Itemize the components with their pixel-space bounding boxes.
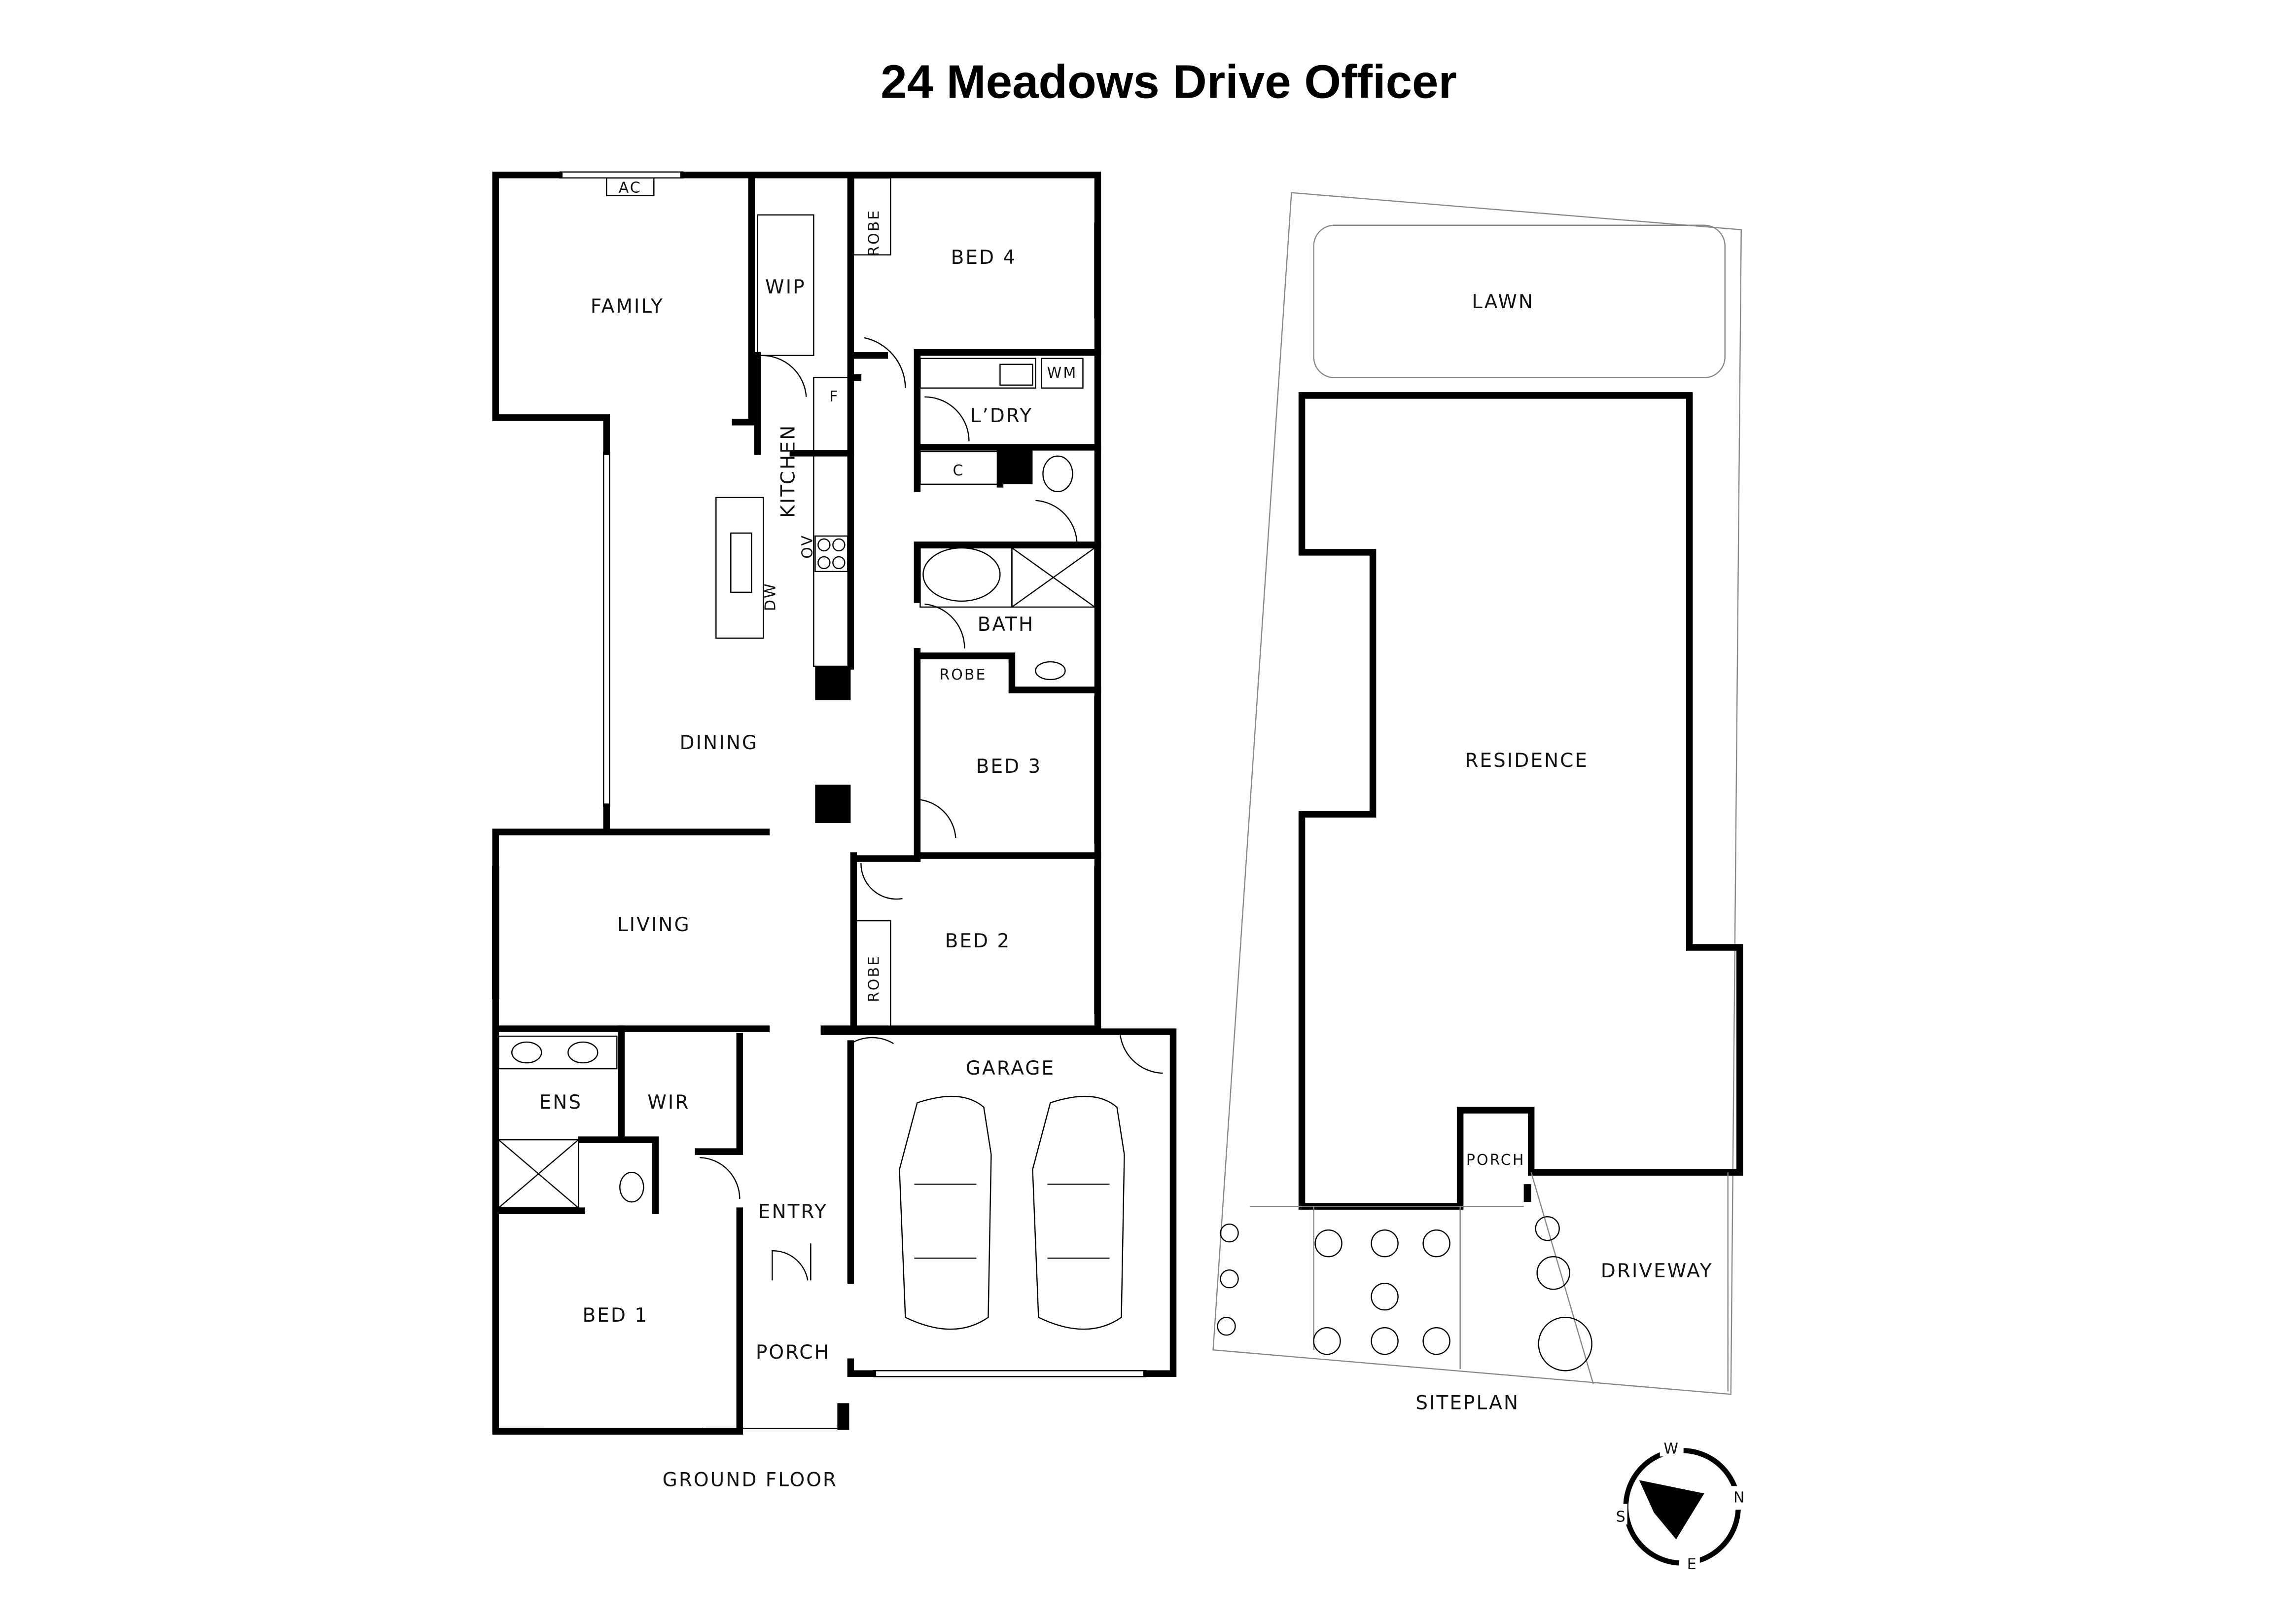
room-bed4: BED 4 [951, 247, 1017, 269]
room-labels: FAMILY AC WIP ROBE BED 4 F WM L’DRY KITC… [539, 180, 1078, 1491]
room-dining: DINING [680, 732, 759, 754]
ground-floor-walls [492, 171, 1177, 1435]
dishwasher-label: DW [762, 582, 779, 612]
room-laundry: L’DRY [970, 405, 1033, 427]
room-robe-bed4: ROBE [865, 209, 883, 256]
room-ens: ENS [539, 1091, 582, 1114]
north-arrow-icon [1639, 1480, 1704, 1540]
room-bed1: BED 1 [582, 1304, 648, 1327]
compass-n: N [1733, 1489, 1746, 1506]
room-porch: PORCH [756, 1341, 830, 1364]
room-bed3: BED 3 [976, 756, 1042, 778]
cupboard-label: C [953, 462, 964, 479]
room-kitchen: KITCHEN [777, 424, 799, 518]
site-porch-label: PORCH [1466, 1152, 1525, 1169]
driveway-label: DRIVEWAY [1601, 1260, 1713, 1282]
room-entry: ENTRY [758, 1201, 828, 1223]
ground-floor-caption: GROUND FLOOR [663, 1469, 838, 1491]
fridge-label: F [829, 388, 839, 405]
room-wip: WIP [765, 276, 806, 298]
compass-e: E [1687, 1555, 1698, 1573]
page-title: 24 Meadows Drive Officer [881, 56, 1457, 108]
ac-label: AC [619, 180, 642, 197]
oven-label: OV [799, 534, 816, 559]
car-icon [899, 1095, 1125, 1330]
residence-label: RESIDENCE [1465, 750, 1589, 772]
compass-w: W [1663, 1440, 1680, 1457]
room-living: LIVING [617, 914, 691, 936]
siteplan: LAWN RESIDENCE PORCH DRIVEWAY SITEPLAN [1212, 192, 1743, 1414]
room-robe-bed3: ROBE [939, 666, 987, 684]
room-robe-bed2: ROBE [865, 955, 883, 1002]
room-bed2: BED 2 [945, 930, 1011, 952]
room-bath: BATH [978, 614, 1035, 636]
compass: W N S E [1609, 1439, 1749, 1573]
tree-icons [1217, 1216, 1592, 1371]
washing-machine-label: WM [1047, 364, 1078, 382]
room-wir: WIR [647, 1091, 690, 1114]
lawn-label: LAWN [1472, 291, 1534, 313]
room-garage: GARAGE [966, 1057, 1055, 1080]
room-family: FAMILY [591, 295, 664, 318]
siteplan-caption: SITEPLAN [1415, 1392, 1519, 1414]
compass-s: S [1616, 1508, 1627, 1525]
